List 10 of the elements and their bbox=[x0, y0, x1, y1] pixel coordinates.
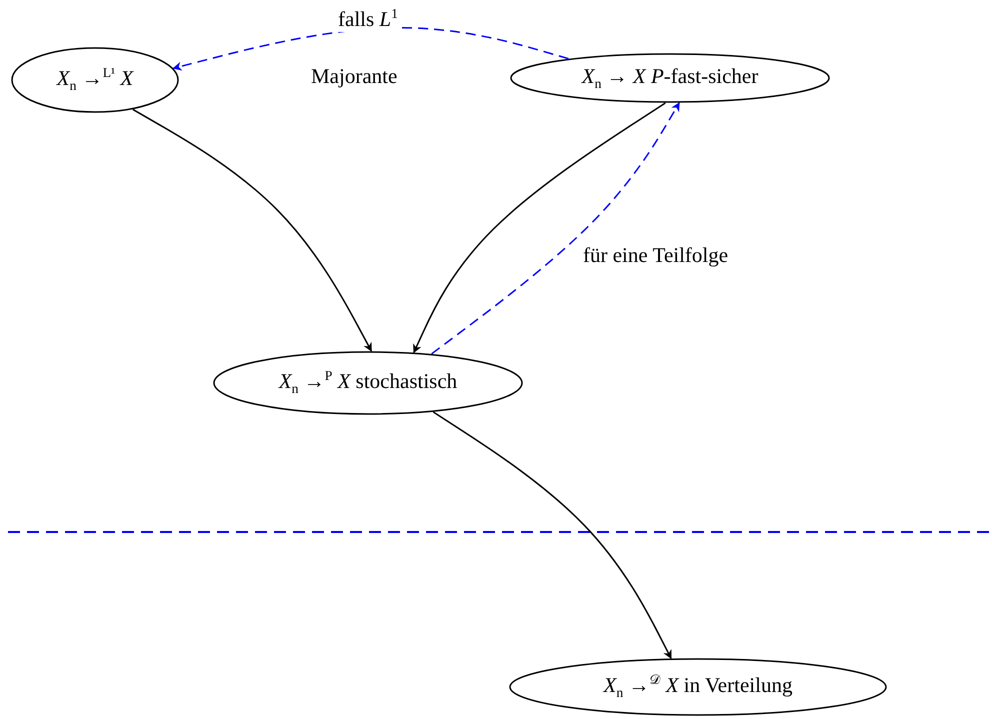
ellipse-node bbox=[213, 351, 523, 415]
ellipse-node bbox=[11, 47, 179, 113]
node-label: X$_{n}$ →$^{P}$ X stochastisch bbox=[278, 368, 458, 398]
ellipse-node bbox=[510, 53, 830, 103]
node-label: X$_{n}$ →$^{L¹}$ X bbox=[56, 65, 134, 95]
arrow bbox=[132, 108, 372, 352]
arrow bbox=[432, 411, 672, 660]
node-label: X$_{n}$ →$^{𝒟}$ X in Verteilung bbox=[604, 672, 792, 702]
ellipse-node bbox=[509, 658, 887, 716]
node-label: X$_{n}$ → X P-fast-sicher bbox=[582, 64, 758, 92]
